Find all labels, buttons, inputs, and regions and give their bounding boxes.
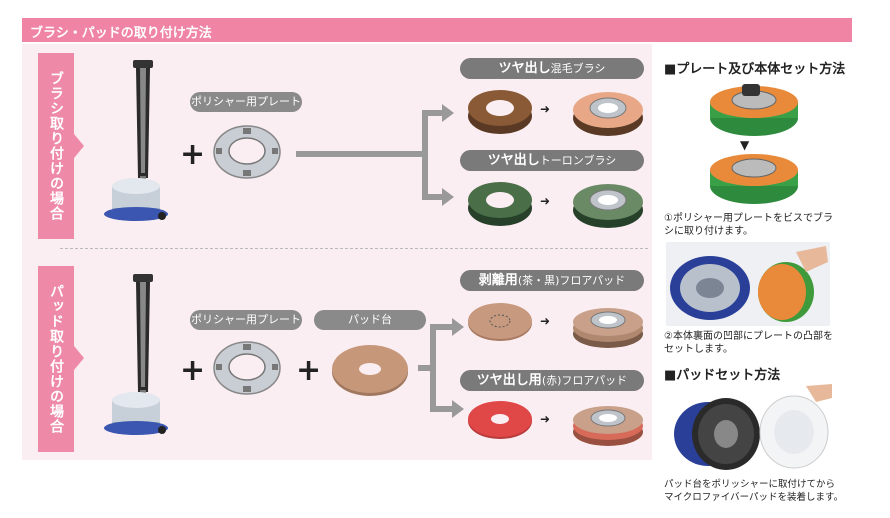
brush-plate-photo [710, 84, 798, 136]
section-title: ブラシ・パッドの取り付け方法 [30, 26, 212, 41]
brush-result-1-bold: ツヤ出し [498, 61, 551, 76]
pad-set-note-line2: マイクロファイバーパッドを装着します。 [664, 492, 844, 503]
brush-result-1-small: 混毛ブラシ [550, 62, 606, 75]
section-divider [60, 248, 648, 249]
strip-pad-image [468, 303, 532, 341]
polisher-machine-image [104, 60, 168, 221]
step1-text: ①ポリシャー用プレートをビスでブラシに取り付けます。 [664, 213, 833, 237]
plate-label-text: ポリシャー用プレート [191, 313, 301, 326]
polisher-machine-image [104, 274, 168, 435]
machine-underside-photo [666, 242, 830, 326]
plate-label: ポリシャー用プレート [190, 92, 302, 112]
pad-section-arrow [74, 346, 84, 370]
pad-result-2-bold: ツヤ出し用 [476, 373, 542, 388]
pad-base-label-text: パッド台 [348, 313, 392, 326]
step2-text: ②本体裏面の凹部にプレートの凸部をセットします。 [664, 331, 833, 355]
pad-result-2-small: フロアパッド [561, 374, 628, 387]
polisher-plate-image [213, 341, 281, 395]
mixed-brush-with-plate-image [573, 92, 643, 136]
plus-sign: + [296, 353, 322, 388]
brush-with-plate-photo [710, 154, 798, 204]
plus-sign: + [180, 353, 206, 388]
tolon-brush-with-plate-image [573, 184, 643, 228]
pad-base-label: パッド台 [314, 310, 426, 330]
plus-sign: + [180, 137, 206, 172]
plate-label-text: ポリシャー用プレート [191, 95, 301, 108]
pad-result-2-mid: (赤) [541, 374, 562, 387]
pad-set-note: パッド台をポリッシャーに取付けてから マイクロファイバーパッドを装着します。 [664, 478, 874, 504]
pad-result-1-bold: 剥離用 [478, 273, 518, 288]
brush-section-label: ブラシ取り付けの場合 [38, 53, 74, 239]
pad-connector [418, 318, 464, 418]
pad-set-photo [674, 384, 832, 470]
red-pad-stack-image [573, 406, 643, 446]
arrow-icon: ➜ [540, 102, 551, 116]
brush-connector [296, 104, 454, 206]
pad-set-title: ■パッドセット方法 [664, 368, 781, 383]
brush-result-2-label: ツヤ出しトーロンブラシ [460, 150, 644, 171]
down-arrow-icon: ▼ [740, 138, 750, 152]
plate-set-title: ■プレート及び本体セット方法 [664, 62, 846, 77]
brush-result-2-bold: ツヤ出し [487, 153, 540, 168]
pad-result-1-label: 剥離用(茶・黒)フロアパッド [460, 270, 644, 291]
arrow-icon: ➜ [540, 314, 551, 328]
plate-label: ポリシャー用プレート [190, 310, 302, 330]
pad-result-1-small: フロアパッド [559, 274, 626, 287]
arrow-icon: ➜ [540, 412, 551, 426]
pad-base-image [332, 345, 408, 396]
mixed-brush-image [468, 90, 532, 134]
tolon-brush-image [468, 182, 532, 226]
section-header: ブラシ・パッドの取り付け方法 [22, 18, 852, 42]
pad-result-1-mid: (茶・黒) [517, 274, 560, 287]
brush-result-1-label: ツヤ出し混毛ブラシ [460, 58, 644, 79]
red-pad-image [468, 401, 532, 439]
pad-set-note-line1: パッド台をポリッシャーに取付けてから [664, 479, 836, 490]
brush-section-arrow [74, 134, 84, 158]
pad-result-2-label: ツヤ出し用(赤)フロアパッド [460, 370, 644, 391]
brush-result-2-small: トーロンブラシ [539, 154, 617, 167]
pad-section-label-text: パッド取り付けの場合 [48, 284, 64, 434]
pad-section-label: パッド取り付けの場合 [38, 266, 74, 452]
arrow-icon: ➜ [540, 194, 551, 208]
brush-section-label-text: ブラシ取り付けの場合 [48, 71, 64, 221]
strip-pad-stack-image [573, 308, 643, 348]
polisher-plate-image [213, 125, 281, 179]
